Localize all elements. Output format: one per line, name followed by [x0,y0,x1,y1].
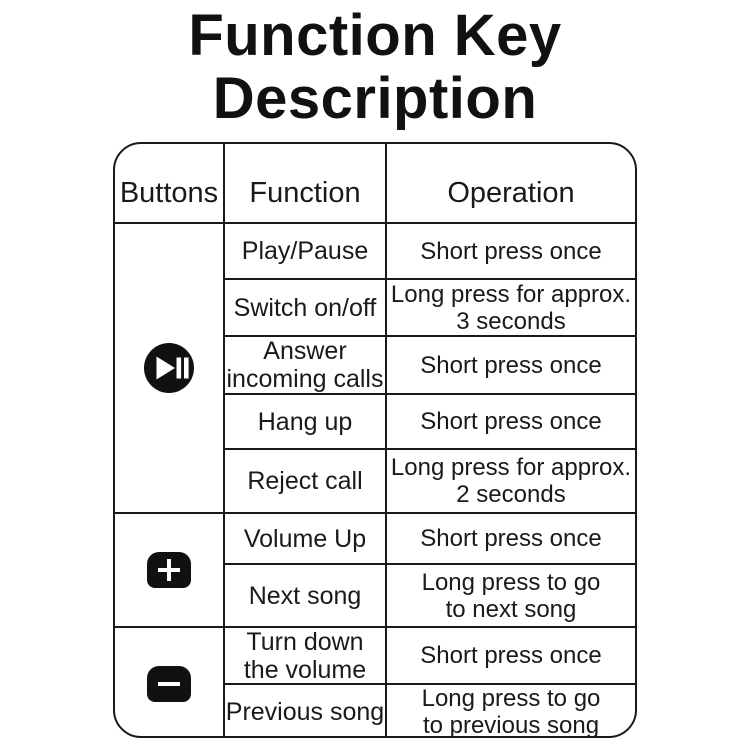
page-title-line1: Function Key [188,3,562,68]
button-cell-volume-down [115,628,225,736]
column-header-operation: Operation [387,144,635,224]
function-cell: Volume Up [225,514,387,565]
button-cell-play-pause [115,224,225,514]
operation-cell: Short press once [387,395,635,450]
operation-cell: Long press to go to next song [387,565,635,628]
minus-key-icon [147,665,191,702]
column-header-function: Function [225,144,387,224]
function-cell: Hang up [225,395,387,450]
function-cell: Play/Pause [225,224,387,280]
operation-cell: Short press once [387,628,635,685]
operation-cell: Long press for approx. 2 seconds [387,450,635,514]
play-pause-icon [144,343,194,393]
function-cell: Answer incoming calls [225,337,387,395]
plus-key-icon [147,552,191,588]
page-title: Function Key Description [0,4,750,130]
operation-cell: Long press to go to previous song [421,685,601,738]
function-cell: Turn down the volume [225,628,387,685]
operation-cell: Short press once [387,514,635,565]
function-cell: Previous song [225,685,387,736]
page-title-line2: Description [212,66,538,131]
function-cell: Reject call [225,450,387,514]
function-cell: Next song [225,565,387,628]
column-header-buttons: Buttons [115,144,225,224]
function-key-table: Buttons Function Operation Play/Pause Sh… [113,142,637,738]
operation-cell: Short press once [387,224,635,280]
button-cell-volume-up [115,514,225,628]
operation-cell: Short press once [387,337,635,395]
function-cell: Switch on/off [225,280,387,337]
operation-cell: Long press for approx. 3 seconds [387,280,635,337]
